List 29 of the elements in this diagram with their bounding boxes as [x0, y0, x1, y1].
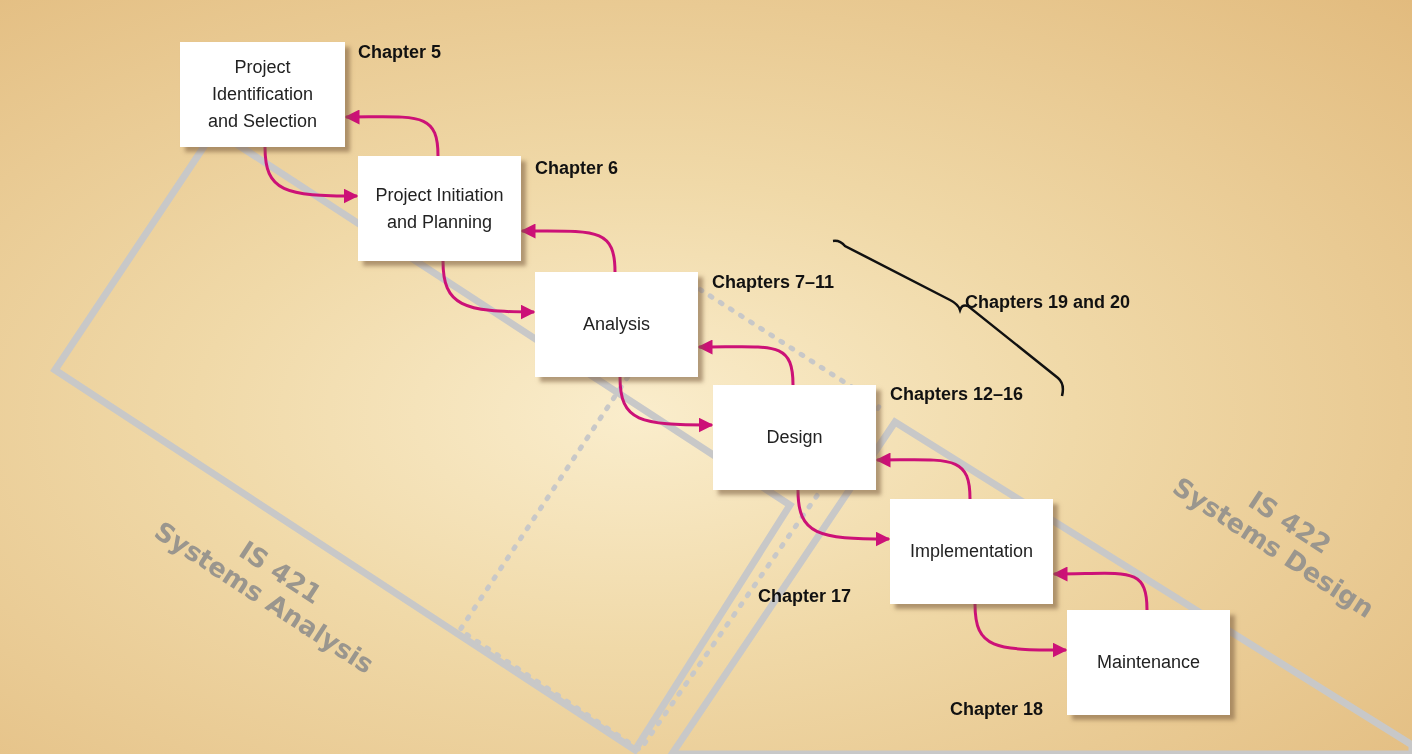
arrow — [1052, 566, 1149, 611]
phase-box — [180, 42, 345, 147]
phase-box — [890, 499, 1053, 604]
arrow — [344, 109, 440, 157]
chapter-label: Chapters 7–11 — [712, 272, 835, 293]
chapter-label: Chapters 12–16 — [890, 384, 1024, 405]
phase-box — [1067, 610, 1230, 715]
phase-name: Implementation — [909, 540, 1034, 563]
arrow — [520, 223, 617, 273]
arrow — [618, 376, 714, 433]
phase-name: Analysis — [583, 313, 650, 336]
phase-name: Project Initiation and Planning — [374, 183, 505, 234]
chapter-label: Chapter 17 — [758, 586, 852, 607]
phase-name: Project Identification and Selection — [206, 56, 319, 133]
phase-box — [535, 272, 698, 377]
chapter-label: Chapter 5 — [358, 42, 442, 63]
bracket-label: Chapters 19 and 20 — [965, 292, 1131, 313]
phase-box — [713, 385, 876, 490]
arrow — [697, 339, 795, 386]
arrow — [796, 489, 891, 547]
arrow — [441, 260, 536, 320]
arrow — [973, 603, 1068, 658]
phase-name: Design — [766, 426, 823, 449]
chapter-label: Chapter 18 — [950, 699, 1044, 720]
arrow — [875, 452, 972, 500]
chapter-label: Chapter 6 — [535, 158, 619, 179]
phase-name: Maintenance — [1096, 651, 1201, 674]
phase-box — [358, 156, 521, 261]
arrow — [263, 146, 359, 204]
